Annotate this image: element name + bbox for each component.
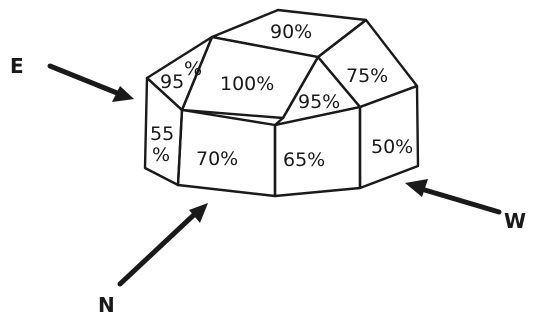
label-front-left: 70% <box>196 148 238 170</box>
label-top: 90% <box>270 21 312 43</box>
label-left-side-percent: % <box>152 144 170 166</box>
label-upper-center: 100% <box>220 73 274 95</box>
label-upper-left-number: 95 <box>160 71 184 93</box>
arrow-north <box>117 203 208 287</box>
label-upper-left-percent: % <box>184 58 202 80</box>
label-upper-right: 75% <box>346 65 388 87</box>
arrow-west <box>405 179 502 215</box>
arrow-east <box>47 63 134 102</box>
label-left-side-number: 55 <box>150 123 174 145</box>
dome-outline <box>143 8 420 198</box>
direction-label-west: W <box>504 209 526 233</box>
label-right-side: 50% <box>371 136 413 158</box>
face-right-side <box>358 84 420 190</box>
label-front-center: 65% <box>283 149 325 171</box>
direction-label-north: N <box>98 293 115 317</box>
direction-label-east: E <box>10 54 24 78</box>
label-upper-mid-right: 95% <box>298 91 340 113</box>
